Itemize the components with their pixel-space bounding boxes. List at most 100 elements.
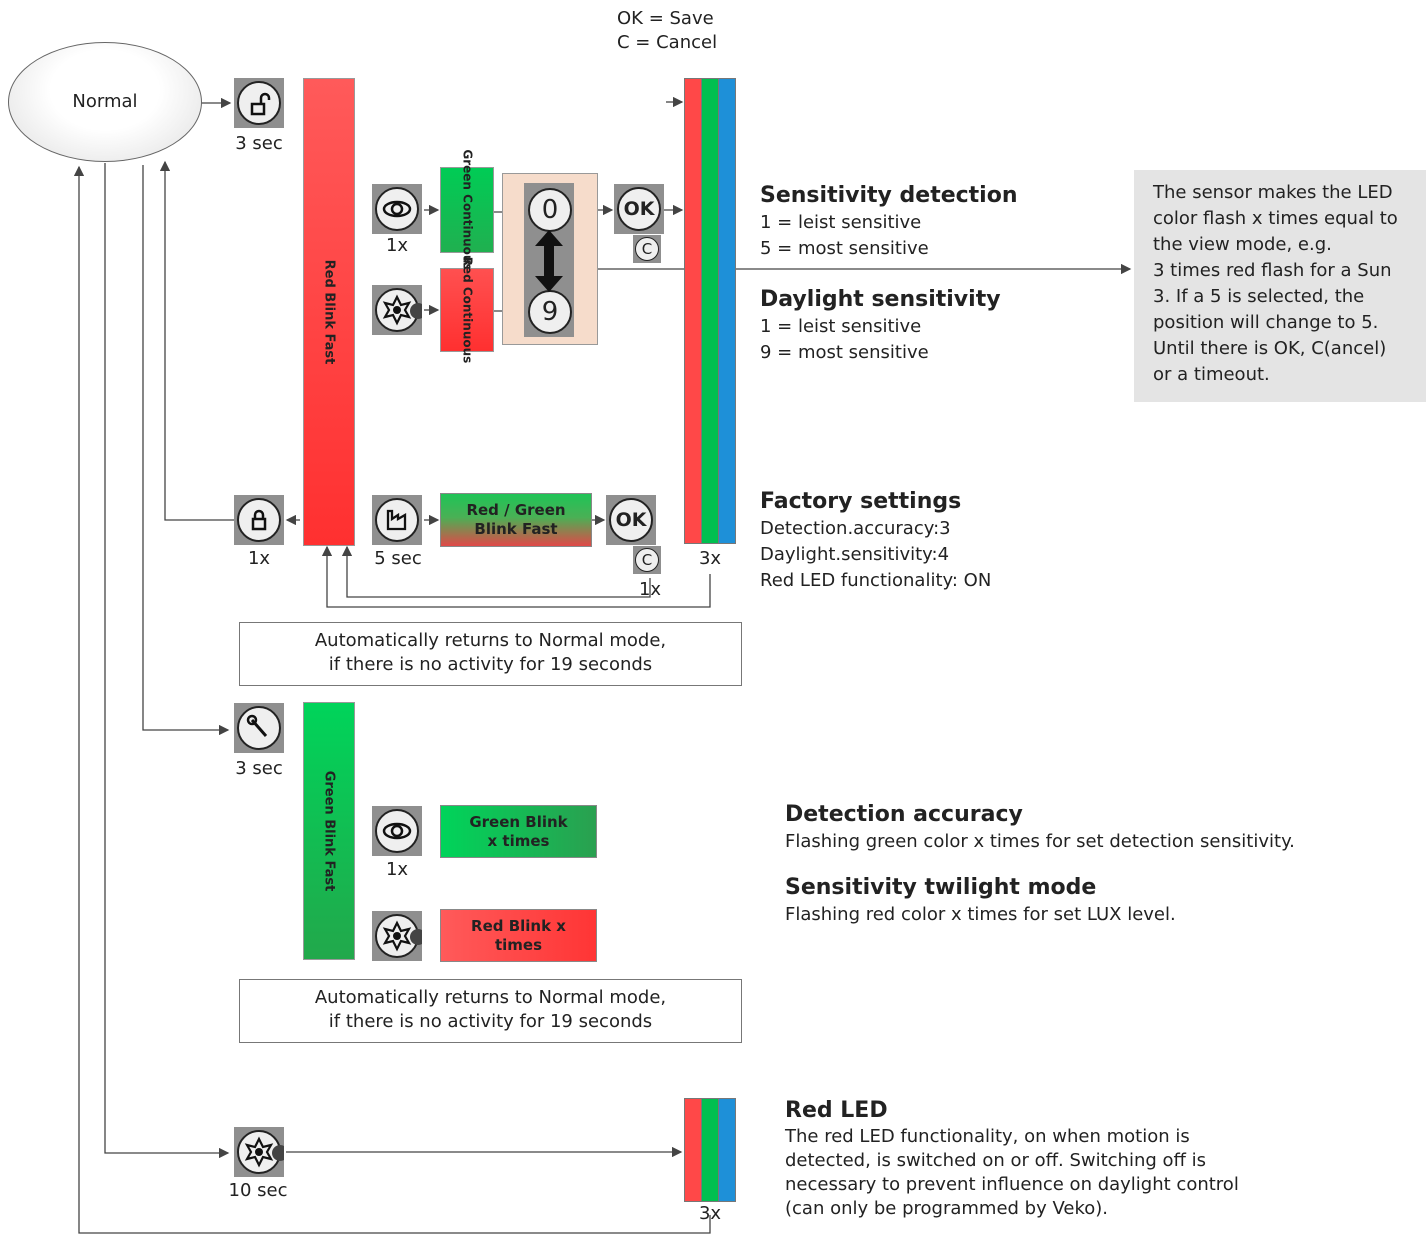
sun-icon xyxy=(382,294,422,326)
red-led-line: The red LED functionality, on when motio… xyxy=(785,1126,1190,1147)
timeout-note-bottom-line2: if there is no activity for 19 seconds xyxy=(328,1011,653,1032)
red-green-blink-box: Red / Green Blink Fast xyxy=(440,493,592,547)
unlock-hold-label: 3 sec xyxy=(235,133,283,154)
factory-icon xyxy=(386,509,407,531)
lock-button[interactable] xyxy=(234,495,284,545)
info-box-line: Until there is OK, C(ancel) xyxy=(1153,338,1387,359)
green-continuous-box: Green Continuous xyxy=(440,149,494,271)
factory-settings-line: Detection.accuracy:3 xyxy=(760,518,951,539)
eye-button-bottom[interactable] xyxy=(372,806,422,856)
green-blink-x-label: Green Blink x times xyxy=(469,812,568,850)
twilight-mode-line: Flashing red color x times for set LUX l… xyxy=(785,904,1176,925)
green-blink-x-box: Green Blink x times xyxy=(440,805,597,858)
wrench-button[interactable] xyxy=(234,703,284,753)
factory-settings-title: Factory settings xyxy=(760,489,962,514)
sensitivity-detection-line: 1 = leist sensitive xyxy=(760,212,922,233)
wrench-icon xyxy=(246,714,268,737)
rgb-led-bar-bottom xyxy=(684,1098,736,1202)
cancel-label-top: C xyxy=(641,240,653,258)
sensitivity-detection-title: Sensitivity detection xyxy=(760,183,1018,208)
ok-label-factory: OK xyxy=(615,509,647,531)
timeout-note-top-line1: Automatically returns to Normal mode, xyxy=(314,630,667,651)
sun-hold-label: 10 sec xyxy=(228,1180,288,1201)
sensitivity-detection-section: Sensitivity detection 1 = leist sensitiv… xyxy=(760,182,1018,262)
rgb-top-count: 3x xyxy=(698,548,722,569)
sun-button-top[interactable] xyxy=(372,285,422,335)
info-box-line: 3 times red flash for a Sun xyxy=(1153,260,1392,281)
red-continuous-box: Red Continuous xyxy=(440,257,494,363)
red-blink-fast-bar: Red Blink Fast xyxy=(303,78,355,546)
eye-button-top[interactable] xyxy=(372,184,422,234)
eye-icon xyxy=(382,200,412,218)
eye-icon-bottom xyxy=(382,822,412,840)
red-blink-x-label: Red Blink x times xyxy=(471,916,566,954)
legend-ok: OK = Save xyxy=(617,8,714,29)
timeout-note-top-line2: if there is no activity for 19 seconds xyxy=(328,654,653,675)
wrench-hold-label: 3 sec xyxy=(235,758,283,779)
info-box: The sensor makes the LED color flash x t… xyxy=(1134,170,1426,402)
red-led-line: necessary to prevent influence on daylig… xyxy=(785,1174,1239,1195)
factory-settings-section: Factory settings Detection.accuracy:3 Da… xyxy=(760,488,991,594)
lock-icon xyxy=(251,509,267,531)
red-blink-fast-label: Red Blink Fast xyxy=(321,259,337,365)
sun-button-red-led[interactable] xyxy=(234,1127,284,1177)
red-green-blink-label: Red / Green Blink Fast xyxy=(466,501,566,538)
twilight-mode-title: Sensitivity twilight mode xyxy=(785,875,1097,900)
daylight-sensitivity-line: 1 = leist sensitive xyxy=(760,316,922,337)
red-led-line: (can only be programmed by Veko). xyxy=(785,1198,1109,1219)
eye-press-bottom-label: 1x xyxy=(385,859,409,880)
daylight-sensitivity-line: 9 = most sensitive xyxy=(760,342,929,363)
detection-accuracy-section: Detection accuracy Flashing green color … xyxy=(785,801,1295,855)
sun-icon-red-led xyxy=(244,1136,284,1168)
timeout-note-bottom: Automatically returns to Normal mode, if… xyxy=(239,979,742,1043)
red-led-title: Red LED xyxy=(785,1098,888,1123)
twilight-mode-section: Sensitivity twilight mode Flashing red c… xyxy=(785,874,1176,928)
eye-press-top-label: 1x xyxy=(385,235,409,256)
sun-button-bottom[interactable] xyxy=(372,911,422,961)
legend-cancel: C = Cancel xyxy=(617,32,718,53)
info-box-line: or a timeout. xyxy=(1153,364,1270,385)
cancel-label-factory: C xyxy=(641,551,653,569)
info-box-line: 3. If a 5 is selected, the xyxy=(1153,286,1365,307)
red-led-line: detected, is switched on or off. Switchi… xyxy=(785,1150,1207,1171)
selector-min-button[interactable]: 0 xyxy=(528,188,572,232)
up-down-arrow-icon xyxy=(535,230,563,292)
red-led-section: Red LED The red LED functionality, on wh… xyxy=(785,1097,1239,1221)
detection-accuracy-title: Detection accuracy xyxy=(785,802,1023,827)
daylight-sensitivity-title: Daylight sensitivity xyxy=(760,287,1001,312)
timeout-note-bottom-line1: Automatically returns to Normal mode, xyxy=(314,987,667,1008)
unlock-button[interactable] xyxy=(234,78,284,128)
factory-settings-line: Red LED functionality: ON xyxy=(760,570,992,591)
red-blink-x-box: Red Blink x times xyxy=(440,909,597,962)
ok-button-factory[interactable]: OK xyxy=(606,495,656,545)
green-blink-fast-bar: Green Blink Fast xyxy=(303,702,355,960)
info-box-line: position will change to 5. xyxy=(1153,312,1379,333)
info-box-line: color flash x times equal to xyxy=(1153,208,1398,229)
green-blink-fast-label: Green Blink Fast xyxy=(321,770,337,892)
normal-state-label: Normal xyxy=(72,91,138,112)
cancel-button-top[interactable]: C xyxy=(633,235,661,263)
info-box-line: The sensor makes the LED xyxy=(1153,182,1393,203)
selector-max-label: 9 xyxy=(541,297,559,327)
detection-accuracy-line: Flashing green color x times for set det… xyxy=(785,831,1295,852)
sun-icon-bottom xyxy=(382,920,422,952)
timeout-note-top: Automatically returns to Normal mode, if… xyxy=(239,622,742,686)
cancel-button-factory[interactable]: C xyxy=(633,546,661,574)
red-continuous-label: Red Continuous xyxy=(460,256,475,364)
factory-hold-label: 5 sec xyxy=(374,548,422,569)
factory-button[interactable] xyxy=(372,495,422,545)
lock-press-label: 1x xyxy=(247,548,271,569)
cancel-press-label: 1x xyxy=(638,579,662,600)
ok-label-top: OK xyxy=(623,198,655,220)
normal-state[interactable]: Normal xyxy=(8,42,202,162)
unlock-icon xyxy=(250,92,271,116)
green-continuous-label: Green Continuous xyxy=(460,149,475,271)
factory-settings-line: Daylight.sensitivity:4 xyxy=(760,544,950,565)
rgb-led-bar-top xyxy=(684,78,736,544)
sensitivity-detection-line: 5 = most sensitive xyxy=(760,238,929,259)
rgb-bottom-count: 3x xyxy=(698,1203,722,1224)
selector-max-button[interactable]: 9 xyxy=(528,290,572,334)
daylight-sensitivity-section: Daylight sensitivity 1 = leist sensitive… xyxy=(760,286,1001,366)
info-box-line: the view mode, e.g. xyxy=(1153,234,1332,255)
ok-button-top[interactable]: OK xyxy=(614,184,664,234)
